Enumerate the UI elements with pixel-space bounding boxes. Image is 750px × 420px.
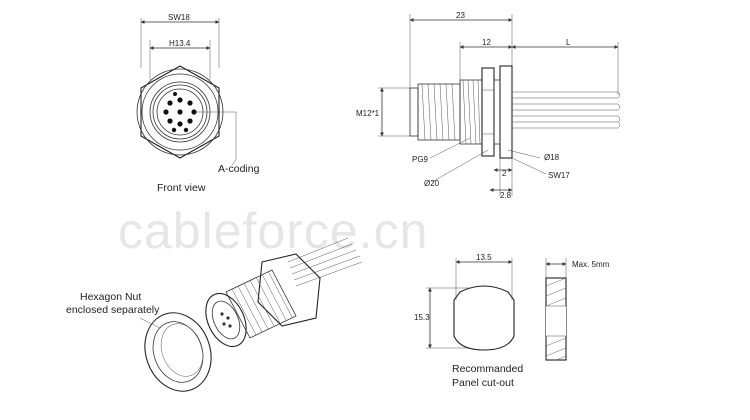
dim-23-label: 23	[456, 11, 465, 20]
cutout-shape	[453, 285, 515, 351]
side-nut	[481, 67, 495, 157]
dim-2-label: 2	[502, 169, 507, 178]
cutout-width-label: 13.5	[476, 253, 492, 262]
panel-cutout: 13.5 15.3 Recommanded Panel cut-out Max.…	[414, 253, 610, 389]
cutout-caption-1: Recommanded	[452, 363, 523, 375]
hex-nut-outline	[140, 65, 220, 159]
m12-label: M12*1	[356, 109, 380, 118]
cutout-caption-2: Panel cut-out	[452, 377, 514, 389]
a-coding-label: A-coding	[218, 163, 260, 175]
h134-label: H13.4	[169, 39, 191, 48]
side-view: 23 12 L M12*1 P	[356, 11, 621, 200]
contact-pins	[163, 92, 197, 133]
hex-nut-label-2: enclosed separately	[66, 304, 160, 316]
dia20-label: Ø20	[424, 179, 440, 188]
sw17-label: SW17	[548, 171, 570, 180]
thread-lines	[421, 83, 456, 141]
isometric-view: Hexagon Nut enclosed separately	[66, 237, 363, 392]
watermark: cableforce.cn	[118, 203, 428, 259]
max-thickness-label: Max. 5mm	[572, 260, 610, 269]
iso-hex-nut	[144, 312, 212, 392]
pg9-label: PG9	[412, 155, 429, 164]
dim-2-8-label: 2.8	[500, 191, 512, 200]
iso-wires	[287, 237, 363, 287]
side-flange	[499, 65, 513, 159]
dim-12-label: 12	[482, 38, 491, 47]
iso-thread	[225, 269, 297, 339]
hex-nut-label-1: Hexagon Nut	[80, 291, 141, 303]
cable-wires	[512, 91, 621, 129]
sw18-label: SW18	[168, 13, 190, 22]
cutout-height-label: 15.3	[414, 313, 430, 322]
front-view-caption: Front view	[157, 182, 206, 194]
front-view: SW18 H13.4 A-coding Fro	[136, 13, 260, 194]
dim-l-label: L	[566, 38, 571, 47]
dia18-label: Ø18	[544, 153, 560, 162]
